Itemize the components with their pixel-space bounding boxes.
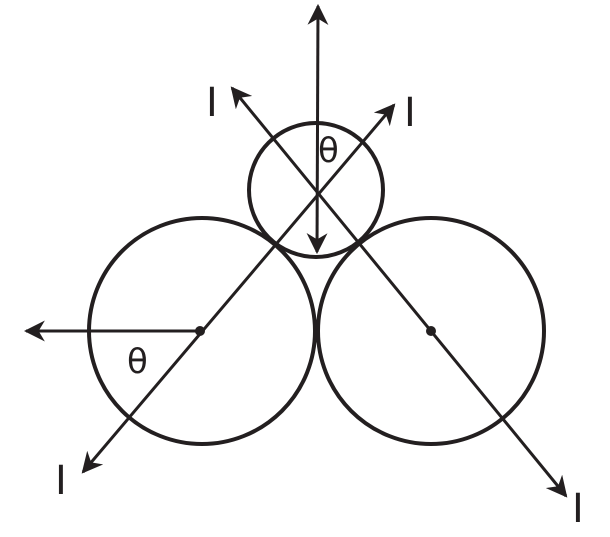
- left-center-dot: [195, 326, 205, 336]
- diagonal-arrow-down-right: [230, 86, 568, 498]
- diagonal-arrow-down-left: [81, 103, 396, 474]
- label-current-top-left: I: [206, 80, 218, 126]
- label-current-bottom-left: I: [55, 458, 67, 504]
- label-angle-left: θ: [127, 342, 148, 382]
- right-center-dot: [426, 326, 436, 336]
- label-current-bottom-right: I: [572, 486, 584, 532]
- label-angle-top: θ: [318, 131, 339, 171]
- label-current-top-right: I: [404, 90, 416, 136]
- vertical-double-arrow: [306, 3, 329, 255]
